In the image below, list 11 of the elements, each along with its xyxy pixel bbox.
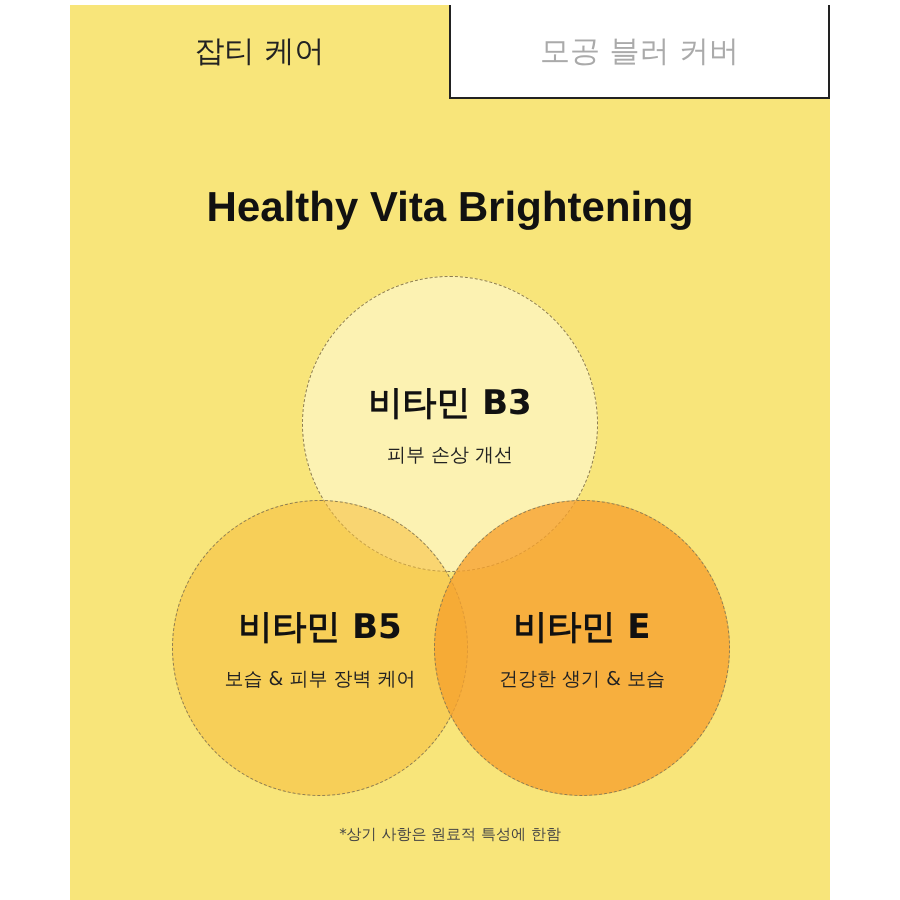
circle-heading: 비타민 B3 — [368, 382, 532, 426]
tab-label: 모공 블러 커버 — [540, 32, 740, 70]
tab-label: 잡티 케어 — [194, 32, 324, 70]
circle-description: 건강한 생기 & 보습 — [499, 667, 665, 692]
circle-description: 보습 & 피부 장벽 케어 — [224, 667, 416, 692]
circle-heading: 비타민 E — [513, 606, 651, 650]
footnote: *상기 사항은 원료적 특성에 한함 — [338, 824, 562, 845]
circle-description: 피부 손상 개선 — [386, 443, 514, 468]
circle-heading: 비타민 B5 — [238, 606, 402, 650]
title: Healthy Vita Brightening — [206, 182, 694, 232]
tab — [449, 5, 830, 99]
